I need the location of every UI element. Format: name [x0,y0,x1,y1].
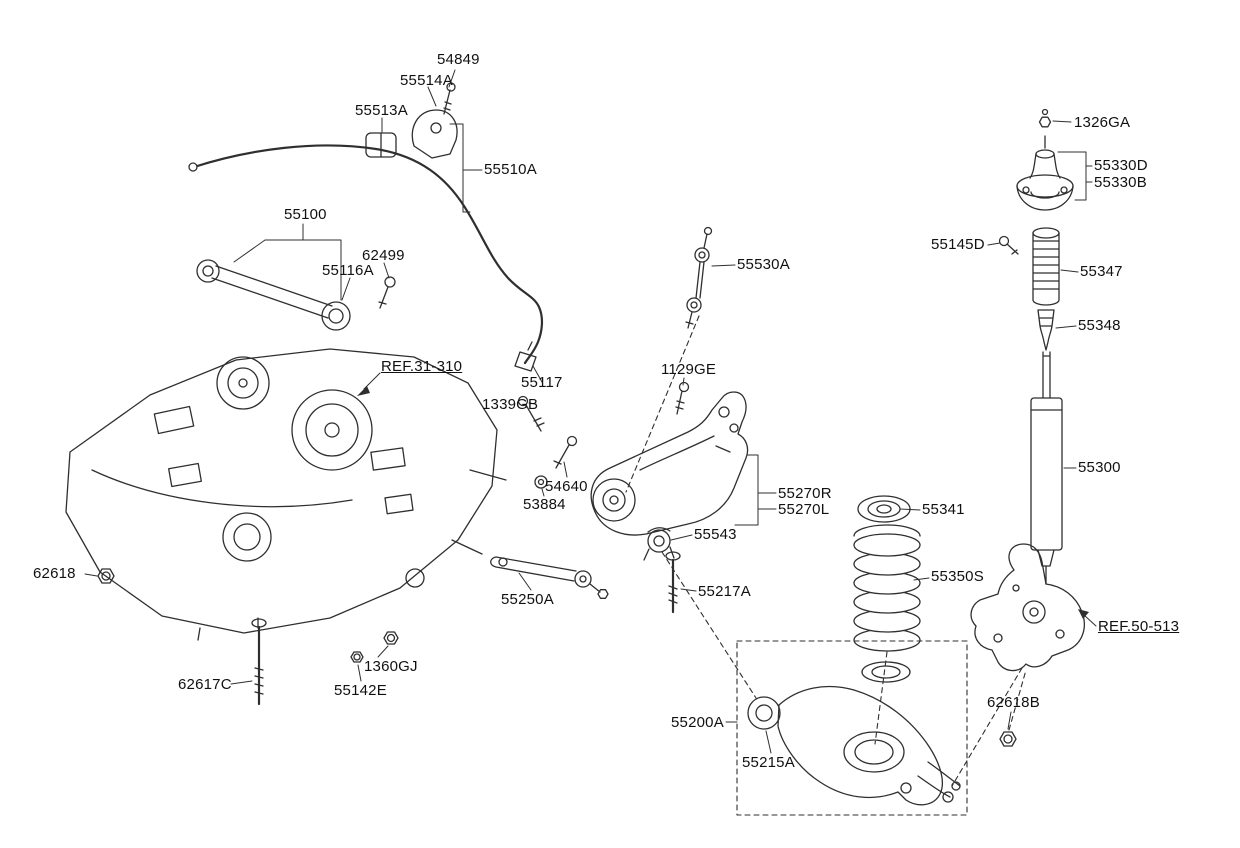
part-label-62618: 62618 [33,565,76,582]
assembly-dashed-lines [625,315,1027,787]
stabilizer-bar-drawing [188,82,545,432]
part-label-55117: 55117 [521,374,563,391]
part-label-55116a: 55116A [322,262,374,279]
part-label-55513a: 55513A [355,102,408,119]
part-label-55215a: 55215A [742,754,795,771]
lateral-arm-drawing [196,259,396,331]
fuel-tank-drawing [65,348,507,641]
part-label-53884: 53884 [523,496,566,513]
part-label-1326ga: 1326GA [1074,114,1131,131]
part-label-55350s: 55350S [931,568,984,585]
part-label-54849: 54849 [437,51,480,68]
ref-link-ref-50-513[interactable]: REF.50-513 [1098,618,1180,635]
part-label-55300: 55300 [1078,459,1121,476]
part-label-55145d: 55145D [931,236,985,253]
part-label-55510a: 55510A [484,161,537,178]
part-label-55142e: 55142E [334,682,387,699]
part-label-55217a: 55217A [698,583,751,600]
lower-arm-drawing [736,640,968,816]
coil-spring-drawing [853,495,921,683]
part-label-1339gb: 1339GB [482,396,539,413]
part-label-55543: 55543 [694,526,737,543]
part-label-55530a: 55530A [737,256,790,273]
stabilizer-link-drawing [675,226,713,415]
part-label-54640: 54640 [545,478,588,495]
part-label-55348: 55348 [1078,317,1121,334]
part-label-55200a: 55200A [671,714,724,731]
part-label-55341: 55341 [922,501,965,518]
part-label-55270r: 55270R [778,485,832,502]
ref-link-ref-31-310[interactable]: REF.31-310 [381,358,463,375]
part-label-55347: 55347 [1080,263,1123,280]
part-label-1129ge: 1129GE [661,361,717,378]
part-label-62618b: 62618B [987,694,1040,711]
fasteners-drawing [97,235,1019,747]
part-label-55270l: 55270L [778,501,830,518]
assist-link-drawing [490,556,609,599]
part-label-55250a: 55250A [501,591,554,608]
label-leader-lines [84,69,1097,754]
shock-absorber-drawing [1016,108,1074,585]
part-label-55330b: 55330B [1094,174,1147,191]
part-label-62499: 62499 [362,247,405,264]
part-label-1360gj: 1360GJ [364,658,418,675]
part-label-55100: 55100 [284,206,327,223]
part-label-55330d: 55330D [1094,157,1148,174]
part-label-62617c: 62617C [178,676,232,693]
part-label-55514a: 55514A [400,72,453,89]
knuckle-drawing [970,543,1085,672]
